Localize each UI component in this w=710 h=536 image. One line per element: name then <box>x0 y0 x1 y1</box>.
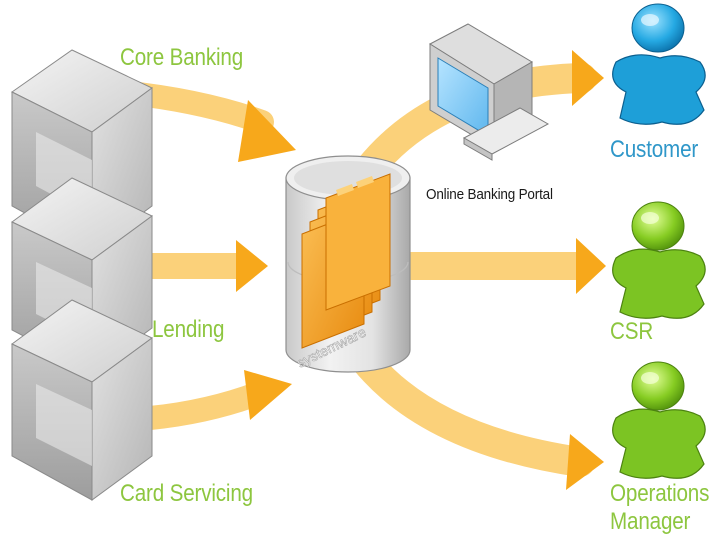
online-banking-portal-label: Online Banking Portal <box>426 186 553 203</box>
operations-label-line1: Operations <box>610 480 710 507</box>
operations-user-icon <box>612 361 706 479</box>
customer-user-icon <box>612 3 706 125</box>
csr-label: CSR <box>610 318 654 345</box>
document-repository-icon: systemware <box>285 155 411 373</box>
core-banking-label: Core Banking <box>120 44 244 71</box>
csr-user-icon <box>612 201 706 319</box>
arrow-card-servicing <box>138 370 292 430</box>
lending-label: Lending <box>152 316 225 343</box>
folder-stack-icon <box>301 173 391 349</box>
desktop-computer-icon <box>428 23 550 161</box>
card-servicing-label: Card Servicing <box>120 480 253 507</box>
server-cube-icon-card-servicing <box>11 299 153 501</box>
arrow-to-operations <box>350 345 604 490</box>
operations-label-line2: Manager <box>610 508 691 535</box>
arrow-to-csr <box>410 238 606 294</box>
customer-label: Customer <box>610 136 699 163</box>
